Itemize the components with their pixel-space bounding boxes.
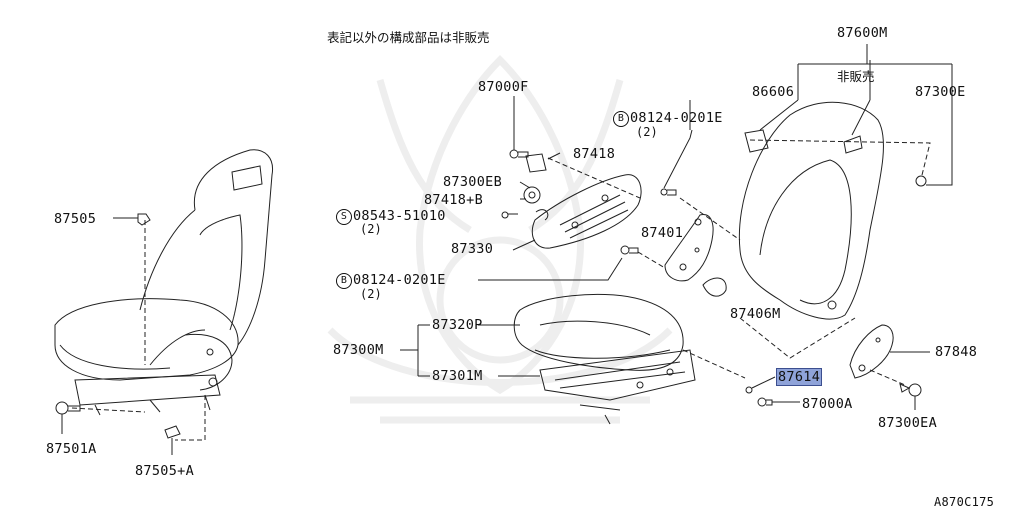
bolt-87501A (55, 401, 81, 434)
leader-line (512, 239, 536, 251)
leader-line (478, 324, 540, 377)
part-label-87600M[interactable]: 87600M (837, 25, 888, 41)
lever-87300EA (899, 383, 922, 397)
knob-87300EB (523, 186, 541, 204)
leader-line (637, 251, 666, 269)
clip-87614 (745, 386, 753, 394)
leader-line (749, 139, 931, 176)
leader-line (751, 376, 776, 389)
bolt-symbol-icon: B (613, 111, 629, 127)
part-label-86606[interactable]: 86606 (752, 84, 795, 100)
fastener-qty: (2) (360, 287, 382, 301)
part-label-87301M[interactable]: 87301M (432, 368, 483, 384)
bolt-08124-top (660, 188, 677, 196)
part-label-87300EB[interactable]: 87300EB (443, 174, 502, 190)
part-label-87418B[interactable]: 87418+B (424, 192, 483, 208)
watermark-emblem (327, 55, 673, 424)
fastener-qty: (2) (636, 125, 658, 139)
part-label-87505A[interactable]: 87505+A (135, 463, 194, 479)
fastener-code: 08124-0201E (353, 272, 446, 288)
screw-08543 (501, 211, 518, 219)
leader-line (519, 181, 531, 200)
bolt-symbol-icon: B (336, 273, 352, 289)
leader-line (175, 395, 206, 441)
spring-87418B (535, 209, 549, 221)
bolt-87000A (757, 397, 773, 407)
part-label-87501A[interactable]: 87501A (46, 441, 97, 457)
part-label-87000A[interactable]: 87000A (802, 396, 853, 412)
part-label-87418[interactable]: 87418 (573, 146, 616, 162)
leader-line (869, 369, 906, 386)
group-bracket (400, 324, 430, 377)
leader-line (682, 349, 746, 379)
fastener-code: 08543-51010 (353, 208, 446, 224)
clip-87505 (137, 213, 151, 226)
bolt-87000F (509, 96, 529, 159)
part-label-87401[interactable]: 87401 (641, 225, 684, 241)
leader-line (547, 157, 641, 199)
leader-line (739, 317, 856, 359)
part-label-87300EA[interactable]: 87300EA (878, 415, 937, 431)
knob-87300E (915, 175, 927, 187)
side-trim-87330 (531, 174, 642, 249)
leader-line (663, 129, 693, 189)
leader-line (478, 257, 623, 281)
cap-87418 (525, 153, 547, 173)
part-label-87614-highlighted[interactable]: 87614 (775, 368, 823, 386)
part-label-87848[interactable]: 87848 (935, 344, 978, 360)
part-label-87406M[interactable]: 87406M (730, 306, 781, 322)
fastener-code: 08124-0201E (630, 110, 723, 126)
screw-symbol-icon: S (336, 209, 352, 225)
part-label-87300E[interactable]: 87300E (915, 84, 966, 100)
part-label-87330[interactable]: 87330 (451, 241, 494, 257)
cover-87406M (702, 277, 727, 297)
leader-line (547, 152, 561, 160)
fastener-qty: (2) (360, 222, 382, 236)
seat-back-87600M (738, 101, 884, 320)
escutcheon-86606 (744, 129, 769, 153)
not-sold-label: 非販売 (837, 69, 875, 84)
part-label-87000F[interactable]: 87000F (478, 79, 529, 95)
clip-87505A (164, 425, 181, 439)
cover-87848 (849, 324, 894, 379)
bracket-87401 (664, 214, 714, 282)
part-label-87300M[interactable]: 87300M (333, 342, 384, 358)
bolt-08124-mid (620, 245, 639, 255)
leader-line (679, 197, 741, 241)
leader-line (71, 407, 146, 413)
part-label-87505[interactable]: 87505 (54, 211, 97, 227)
seat-frame-87301M (539, 349, 696, 425)
seat-cushion-87320P (513, 293, 684, 371)
seat-assembly-illustration (54, 149, 274, 416)
figure-id: A870C175 (934, 495, 995, 509)
part-label-87320P[interactable]: 87320P (432, 317, 483, 333)
not-sold-note: 表記以外の構成部品は非販売 (327, 30, 490, 45)
